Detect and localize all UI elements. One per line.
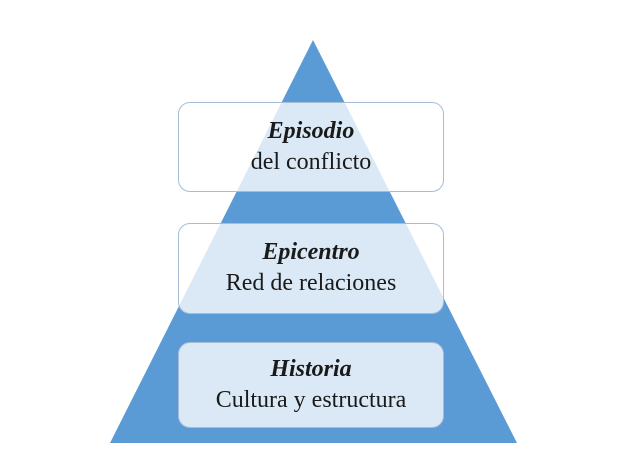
pyramid-level-epicentro: Epicentro Red de relaciones	[178, 223, 444, 314]
pyramid-level-episodio: Episodio del conflicto	[178, 102, 444, 192]
level-historia-title: Historia	[270, 355, 352, 382]
level-epicentro-title: Epicentro	[262, 239, 360, 266]
level-epicentro-subtitle: Red de relaciones	[225, 270, 397, 296]
level-historia-subtitle: Cultura y estructura	[215, 386, 407, 413]
level-episodio-title: Episodio	[267, 117, 355, 144]
level-episodio-subtitle: del conflicto	[250, 148, 372, 175]
pyramid-level-historia: Historia Cultura y estructura	[178, 342, 444, 428]
